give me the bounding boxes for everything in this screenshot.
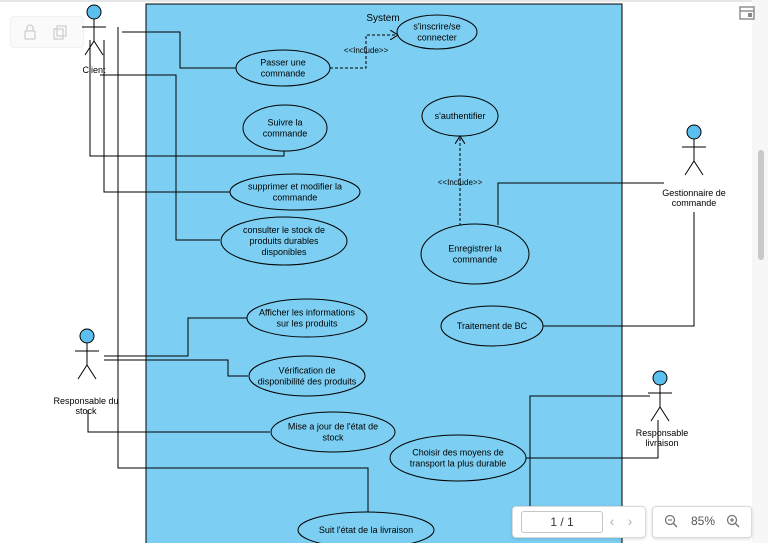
- use-case-ellipse[interactable]: [220, 216, 348, 266]
- assoc-client-passer: [122, 31, 236, 69]
- actor-body: [648, 385, 672, 422]
- use-case-ellipse[interactable]: [270, 411, 396, 453]
- assoc-livraison-choisir: [526, 420, 659, 459]
- include-lines: [330, 35, 460, 226]
- actor-head: [86, 4, 102, 20]
- use-case-traitement[interactable]: Traitement de BC: [440, 305, 544, 347]
- assoc-stock-miseajour: [87, 410, 270, 433]
- assoc-gestion-enregistrer: [497, 182, 664, 225]
- use-case-ellipse[interactable]: [242, 104, 328, 152]
- use-case-label: s'authentifier: [435, 111, 486, 121]
- top-ruler: [0, 0, 768, 2]
- include-label-1: <<Include>>: [344, 46, 389, 55]
- actor-head: [79, 328, 95, 344]
- page-navigation: 1 / 1 ‹ ›: [512, 506, 646, 538]
- actor-body: [82, 19, 106, 56]
- system-label: System: [366, 13, 399, 24]
- page-indicator[interactable]: 1 / 1: [521, 511, 603, 533]
- use-case-ellipse[interactable]: [389, 434, 527, 482]
- use-case-ellipse[interactable]: [396, 14, 478, 50]
- use-case-suivi[interactable]: Suit l'état de la livraison: [297, 511, 435, 543]
- assoc-stock-afficher: [104, 317, 248, 357]
- assoc-livraison-suivi: [529, 395, 650, 520]
- use-case-label: Traitement de BC: [457, 321, 528, 331]
- right-panel: [752, 0, 768, 543]
- actor-body: [75, 343, 99, 380]
- vertical-scrollbar[interactable]: [758, 150, 764, 260]
- use-case-ellipse[interactable]: [229, 173, 361, 211]
- lock-icon[interactable]: [21, 23, 39, 41]
- actor-head: [686, 124, 702, 140]
- assoc-client-suivi: [117, 27, 369, 520]
- copy-icon[interactable]: [51, 23, 69, 41]
- assoc-client-supprimer: [103, 40, 230, 193]
- zoom-controls: 85%: [652, 506, 752, 538]
- zoom-level: 85%: [690, 514, 716, 528]
- actor-client[interactable]: Client: [82, 4, 106, 75]
- actor-head: [652, 370, 668, 386]
- use-case-ellipse[interactable]: [248, 355, 366, 397]
- use-case-ellipse[interactable]: [246, 298, 368, 338]
- left-toolbar: [10, 16, 84, 48]
- association-lines: [87, 27, 695, 520]
- assoc-stock-verification: [104, 359, 248, 377]
- include-passer-inscrire: [330, 35, 398, 69]
- assoc-client-suivre: [89, 40, 285, 157]
- use-case-ellipse[interactable]: [421, 95, 499, 137]
- use-case-ellipse[interactable]: [440, 305, 544, 347]
- use-case-label: Suit l'état de la livraison: [319, 525, 413, 535]
- chevron-left-icon[interactable]: ‹: [609, 513, 615, 529]
- actor-label: Client: [82, 65, 106, 75]
- system-boundary: [145, 3, 623, 543]
- format-panel-icon[interactable]: [738, 4, 756, 22]
- actor-body: [682, 139, 706, 176]
- zoom-out-icon[interactable]: [663, 513, 679, 529]
- include-label-2: <<Include>>: [438, 178, 483, 187]
- use-case-ellipse[interactable]: [420, 223, 530, 285]
- chevron-right-icon[interactable]: ›: [627, 513, 633, 529]
- use-case-ellipse[interactable]: [297, 511, 435, 543]
- assoc-client-consulter: [100, 74, 220, 241]
- use-case-ellipse[interactable]: [235, 49, 331, 87]
- zoom-in-icon[interactable]: [725, 513, 741, 529]
- use-case-authentifier[interactable]: s'authentifier: [421, 95, 499, 137]
- assoc-gestion-traitement: [542, 212, 695, 327]
